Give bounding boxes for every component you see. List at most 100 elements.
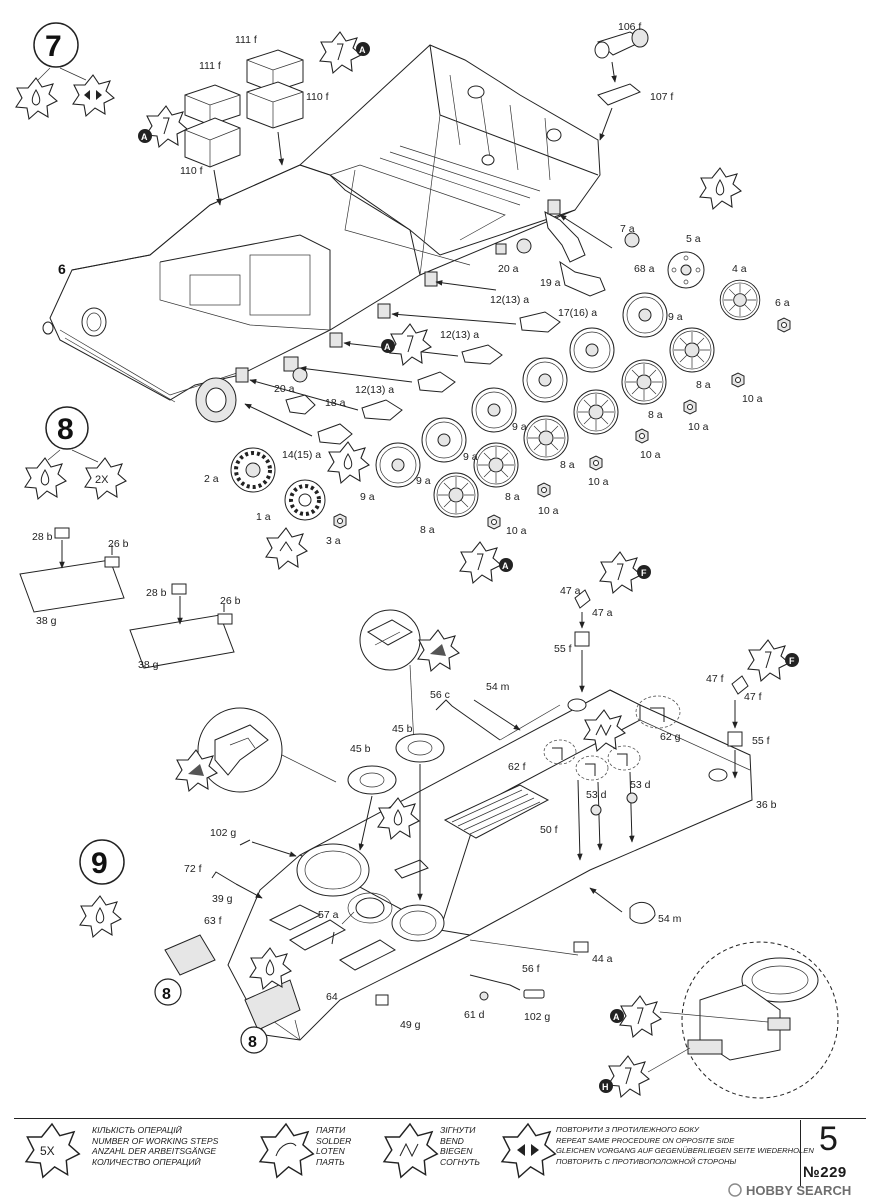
label-53d-2: 53 d (630, 779, 651, 791)
callout-star-detail (175, 749, 218, 792)
label-2a: 2 a (204, 473, 219, 485)
callout-star-a1 (145, 105, 188, 148)
label-12-13-a-1: 12(13) a (490, 294, 529, 306)
step-8-badge (45, 406, 89, 450)
label-5a: 5 a (686, 233, 701, 245)
suspension-arms (235, 199, 640, 445)
page-number-box: 5 №229 (800, 1120, 865, 1186)
step-7-number: 7 (45, 30, 62, 63)
headlight-part (594, 28, 649, 141)
label-107f: 107 f (650, 91, 673, 103)
label-61d: 61 d (464, 1009, 485, 1021)
label-8a-2: 8 a (648, 409, 663, 421)
callout-star-a3 (389, 323, 432, 366)
glue-drop-icon-9 (79, 895, 122, 938)
legend-repeat-line: REPEAT SAME PROCEDURE ON OPPOSITE SIDE (556, 1135, 735, 1145)
legend-steps-line: КІЛЬКІСТЬ ОПЕРАЦІЙ (92, 1125, 182, 1135)
label-6a: 6 a (775, 297, 790, 309)
callout-star-f2 (747, 639, 790, 682)
glue-drop-icon-8 (24, 457, 67, 500)
part-55f-1 (574, 631, 590, 647)
legend-repeat-line: ПОВТОРИТИ З ПРОТИЛЕЖНОГО БОКУ (556, 1125, 699, 1134)
callout-a-dot-5 (610, 1009, 624, 1023)
superstructure (227, 689, 753, 1041)
legend-bend-line: СОГНУТЬ (440, 1156, 481, 1167)
legend-repeat-line: ПОВТОРИТЬ С ПРОТИВОПОЛОЖНОЙ СТОРОНЫ (556, 1156, 737, 1166)
repeat-2x-text: 2X (95, 474, 109, 486)
label-72f: 72 f (184, 863, 202, 875)
label-28b-2: 28 b (146, 587, 167, 599)
label-8a-4: 8 a (505, 491, 520, 503)
bend-detail-group (543, 695, 681, 861)
callout-star-a5 (619, 995, 662, 1038)
legend-solder-line: SOLDER (316, 1135, 352, 1146)
label-47f-2: 47 f (744, 691, 762, 703)
callout-a-dot-1 (138, 129, 152, 143)
label-106f: 106 f (618, 21, 641, 33)
label-8a-1: 8 a (696, 379, 711, 391)
label-64: 64 (326, 991, 338, 1003)
label-19a: 19 a (540, 277, 561, 289)
hatch-45b-1 (347, 765, 397, 795)
legend-bend-line: BIEGEN (440, 1146, 473, 1156)
solder-icon (259, 1123, 315, 1179)
legend-steps: КІЛЬКІСТЬ ОПЕРАЦІЙ NUMBER OF WORKING STE… (92, 1125, 218, 1167)
label-47f-1: 47 f (706, 673, 724, 685)
step-7-group: 7 (15, 21, 791, 584)
legend-steps-symbol: 5X (40, 1144, 55, 1158)
drive-sprocket (230, 447, 276, 493)
legend-bend-line: BEND (440, 1135, 464, 1146)
label-50f: 50 f (540, 824, 558, 836)
callout-star-solder (265, 527, 308, 570)
label-8a-5: 8 a (420, 524, 435, 536)
idler-wheel (667, 251, 705, 289)
marker-6: 6 (58, 261, 66, 277)
label-12-13-a-3: 12(13) a (355, 384, 394, 396)
label-68a: 68 a (634, 263, 655, 275)
callout-star-glue-9b (377, 797, 420, 840)
part-55f-2 (727, 731, 743, 747)
label-10a-3: 10 a (640, 449, 661, 461)
label-102g-2: 102 g (524, 1011, 550, 1023)
label-10a-1: 10 a (742, 393, 763, 405)
callout-h-dot (599, 1079, 613, 1093)
opposite-side-icon-legend (501, 1123, 557, 1179)
label-10a-5: 10 a (538, 505, 559, 517)
label-56f: 56 f (522, 963, 540, 975)
label-53d-1: 53 d (586, 789, 607, 801)
svg-text:A: A (384, 342, 391, 352)
label-4a: 4 a (732, 263, 747, 275)
step-9-group: 9 (79, 551, 839, 1099)
fender-1 (19, 527, 125, 613)
step-7-badge (33, 22, 79, 68)
road-wheels (375, 292, 745, 530)
legend-steps-line: КОЛИЧЕСТВО ОПЕРАЦИЙ (92, 1156, 201, 1167)
callout-star-f1 (599, 551, 642, 594)
hub-cap-3a (333, 513, 347, 529)
ref-step-8-a: 8 (162, 986, 171, 1003)
legend-repeat-line: GLEICHEN VORGANG AUF GEGENÜBERLIEGEN SEI… (556, 1146, 814, 1155)
fender-2 (129, 583, 235, 669)
svg-text:A: A (613, 1012, 620, 1022)
watermark-text: HOBBY SEARCH (746, 1183, 851, 1198)
callout-f-dot-1 (637, 565, 651, 579)
label-63f: 63 f (204, 915, 222, 927)
callout-star-glue-9 (249, 947, 292, 990)
step-8-number: 8 (57, 413, 74, 446)
part-54m (629, 901, 656, 924)
label-36b: 36 b (756, 799, 777, 811)
opposite-side-icon (72, 74, 115, 117)
label-44a: 44 a (592, 953, 613, 965)
ref-step-8-badge-2 (240, 1026, 268, 1054)
label-38g-1: 38 g (36, 615, 57, 627)
callout-star-a2 (319, 31, 362, 74)
legend-steps-line: NUMBER OF WORKING STEPS (92, 1135, 219, 1146)
label-54m-2: 54 m (658, 913, 682, 925)
hull-body (42, 44, 601, 423)
callout-a-dot-2 (356, 42, 370, 56)
callout-star-h (607, 1055, 650, 1098)
legend-solder-line: ПАЯТИ (316, 1125, 346, 1135)
legend-solder-line: LOTEN (316, 1146, 345, 1156)
idler-rim (719, 279, 761, 321)
svg-text:F: F (641, 568, 647, 578)
